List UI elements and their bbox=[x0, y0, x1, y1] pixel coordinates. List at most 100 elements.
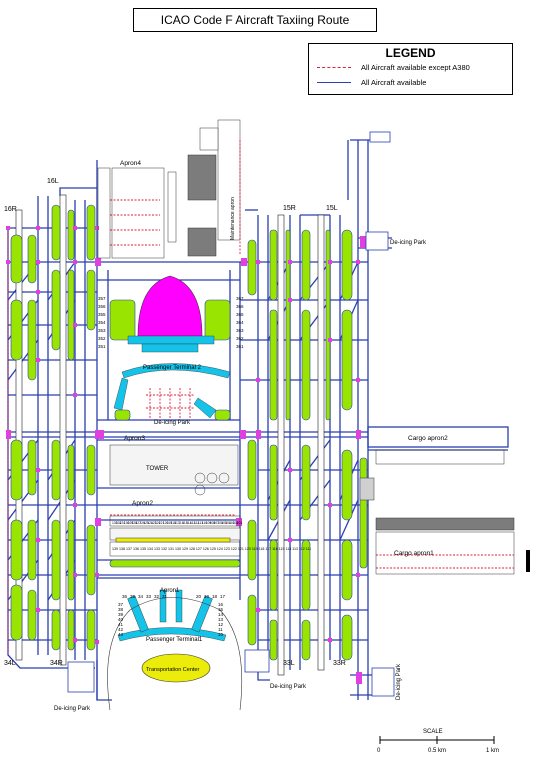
stand-number: 13 bbox=[218, 617, 224, 622]
stand-number: 117 bbox=[174, 521, 180, 525]
stand-number: 38 bbox=[118, 607, 124, 612]
stand-number: 361 bbox=[236, 344, 244, 349]
stand-number: 133 bbox=[112, 521, 118, 525]
tower-stand-loops bbox=[194, 472, 230, 496]
terminal2-label: Passenger Terminal 2 bbox=[143, 365, 202, 371]
stand-number: 111 bbox=[198, 521, 203, 525]
cargo-apron1-label: Cargo apron1 bbox=[394, 550, 434, 557]
stand-number: 107 bbox=[213, 521, 219, 525]
scale-tick-1: 1 km bbox=[486, 748, 499, 754]
map-labels: 16R 16L 15R 15L 34L 34R 33L 33R Apron4 A… bbox=[4, 160, 499, 754]
terminal1-concourse bbox=[117, 589, 227, 642]
stand-number: 115 bbox=[182, 521, 188, 525]
stand-number: 356 bbox=[98, 304, 106, 309]
a380-restricted-routes bbox=[7, 140, 514, 655]
stand-number: 20 bbox=[196, 594, 202, 599]
scale-tick-half: 0.5 km bbox=[428, 748, 446, 754]
stand-number: 104 bbox=[225, 521, 231, 525]
stand-number: 41 bbox=[118, 622, 124, 627]
de-icing-parks bbox=[67, 131, 395, 697]
terminal2-concourse bbox=[113, 335, 231, 419]
terminal2-building bbox=[137, 275, 203, 337]
taxiway-markers bbox=[6, 226, 366, 684]
de-icing-park-s-label: De-icing Park bbox=[270, 684, 307, 690]
stand-number: 118 bbox=[171, 521, 177, 525]
stand-number: 114 bbox=[186, 521, 192, 525]
terminal1-outline bbox=[107, 597, 243, 711]
map-title: ICAO Code F Aircraft Taxiing Route bbox=[133, 8, 377, 32]
stand-number: 40 bbox=[118, 617, 124, 622]
stand-number: 122 bbox=[155, 521, 161, 525]
stand-number: 364 bbox=[236, 320, 244, 325]
stand-number: 109 bbox=[206, 521, 212, 525]
runway-16l-label: 16L bbox=[47, 178, 59, 185]
stand-number: 101 bbox=[237, 521, 243, 525]
runway-15l-label: 15L bbox=[326, 205, 338, 212]
stand-number: 355 bbox=[98, 312, 106, 317]
stand-number: 362 bbox=[236, 336, 244, 341]
legend-item-restricted: All Aircraft available except A380 bbox=[317, 62, 507, 74]
edge-marker bbox=[526, 550, 530, 572]
stand-number: 43 bbox=[118, 632, 124, 637]
runway-33l-label: 33L bbox=[283, 660, 295, 667]
stand-number: 365 bbox=[236, 312, 244, 317]
stand-number: 129 bbox=[128, 521, 134, 525]
apron2-stands bbox=[109, 515, 241, 557]
stand-number: 105 bbox=[221, 521, 227, 525]
stand-number: 124 bbox=[147, 521, 153, 525]
scale-title: SCALE bbox=[423, 729, 443, 735]
de-icing-park-se-label: De-icing Park bbox=[396, 663, 402, 700]
stand-number: 112 bbox=[194, 521, 200, 525]
stand-number: 363 bbox=[236, 328, 244, 333]
stand-number: 17 bbox=[220, 594, 226, 599]
runway-15r-label: 15R bbox=[283, 205, 296, 212]
stand-number: 131 bbox=[120, 521, 126, 525]
stand-number: 106 bbox=[217, 521, 223, 525]
stand-number: 125 bbox=[143, 521, 149, 525]
stand-number: 33 bbox=[146, 594, 152, 599]
apron4-stands bbox=[97, 167, 177, 259]
transportation-center-label: Transportation Center bbox=[146, 667, 199, 673]
stand-number: 132 bbox=[116, 521, 122, 525]
stand-number: 128 bbox=[132, 521, 138, 525]
buildings bbox=[187, 119, 515, 531]
stand-number: 11 bbox=[218, 627, 223, 632]
stand-number: 108 bbox=[210, 521, 216, 525]
apron2-row1-stands: 1331321311301291281271261251241231221211… bbox=[112, 521, 243, 525]
stand-number: 352 bbox=[98, 336, 106, 341]
stand-number: 103 bbox=[229, 521, 235, 525]
stand-number: 19 bbox=[204, 594, 210, 599]
stand-number: 42 bbox=[118, 627, 124, 632]
runway-34l-label: 34L bbox=[4, 660, 16, 667]
stand-number: 14 bbox=[218, 612, 224, 617]
taxiway-network bbox=[7, 139, 509, 701]
stand-number: 354 bbox=[98, 320, 106, 325]
stand-number: 31 bbox=[162, 594, 168, 599]
stand-number: 353 bbox=[98, 328, 106, 333]
stand-number: 121 bbox=[159, 521, 165, 525]
stand-number: 123 bbox=[151, 521, 157, 525]
stand-number: 102 bbox=[233, 521, 239, 525]
runway-34r-label: 34R bbox=[50, 660, 63, 667]
scale-tick-0: 0 bbox=[377, 748, 381, 754]
stand-number: 37 bbox=[118, 602, 124, 607]
de-icing-park-sw-label: De-icing Park bbox=[54, 706, 91, 712]
stand-number: 116 bbox=[178, 521, 184, 525]
legend-label: All Aircraft available except A380 bbox=[361, 63, 470, 72]
tower-label: TOWER bbox=[146, 466, 169, 472]
stand-number: 351 bbox=[98, 344, 106, 349]
stand-number: 113 bbox=[190, 521, 196, 525]
cargo-stands bbox=[375, 449, 515, 575]
apron1-label: Apron1 bbox=[160, 588, 180, 594]
legend-item-all: All Aircraft available bbox=[317, 77, 507, 89]
de-icing-park-t2-label: De-icing Park bbox=[154, 420, 191, 426]
stand-number: 10 bbox=[218, 632, 224, 637]
dashed-line-swatch bbox=[317, 67, 351, 68]
stand-number: 35 bbox=[130, 594, 136, 599]
legend-heading: LEGEND bbox=[385, 46, 436, 60]
stand-number: 12 bbox=[218, 622, 224, 627]
legend-label: All Aircraft available bbox=[361, 78, 427, 87]
